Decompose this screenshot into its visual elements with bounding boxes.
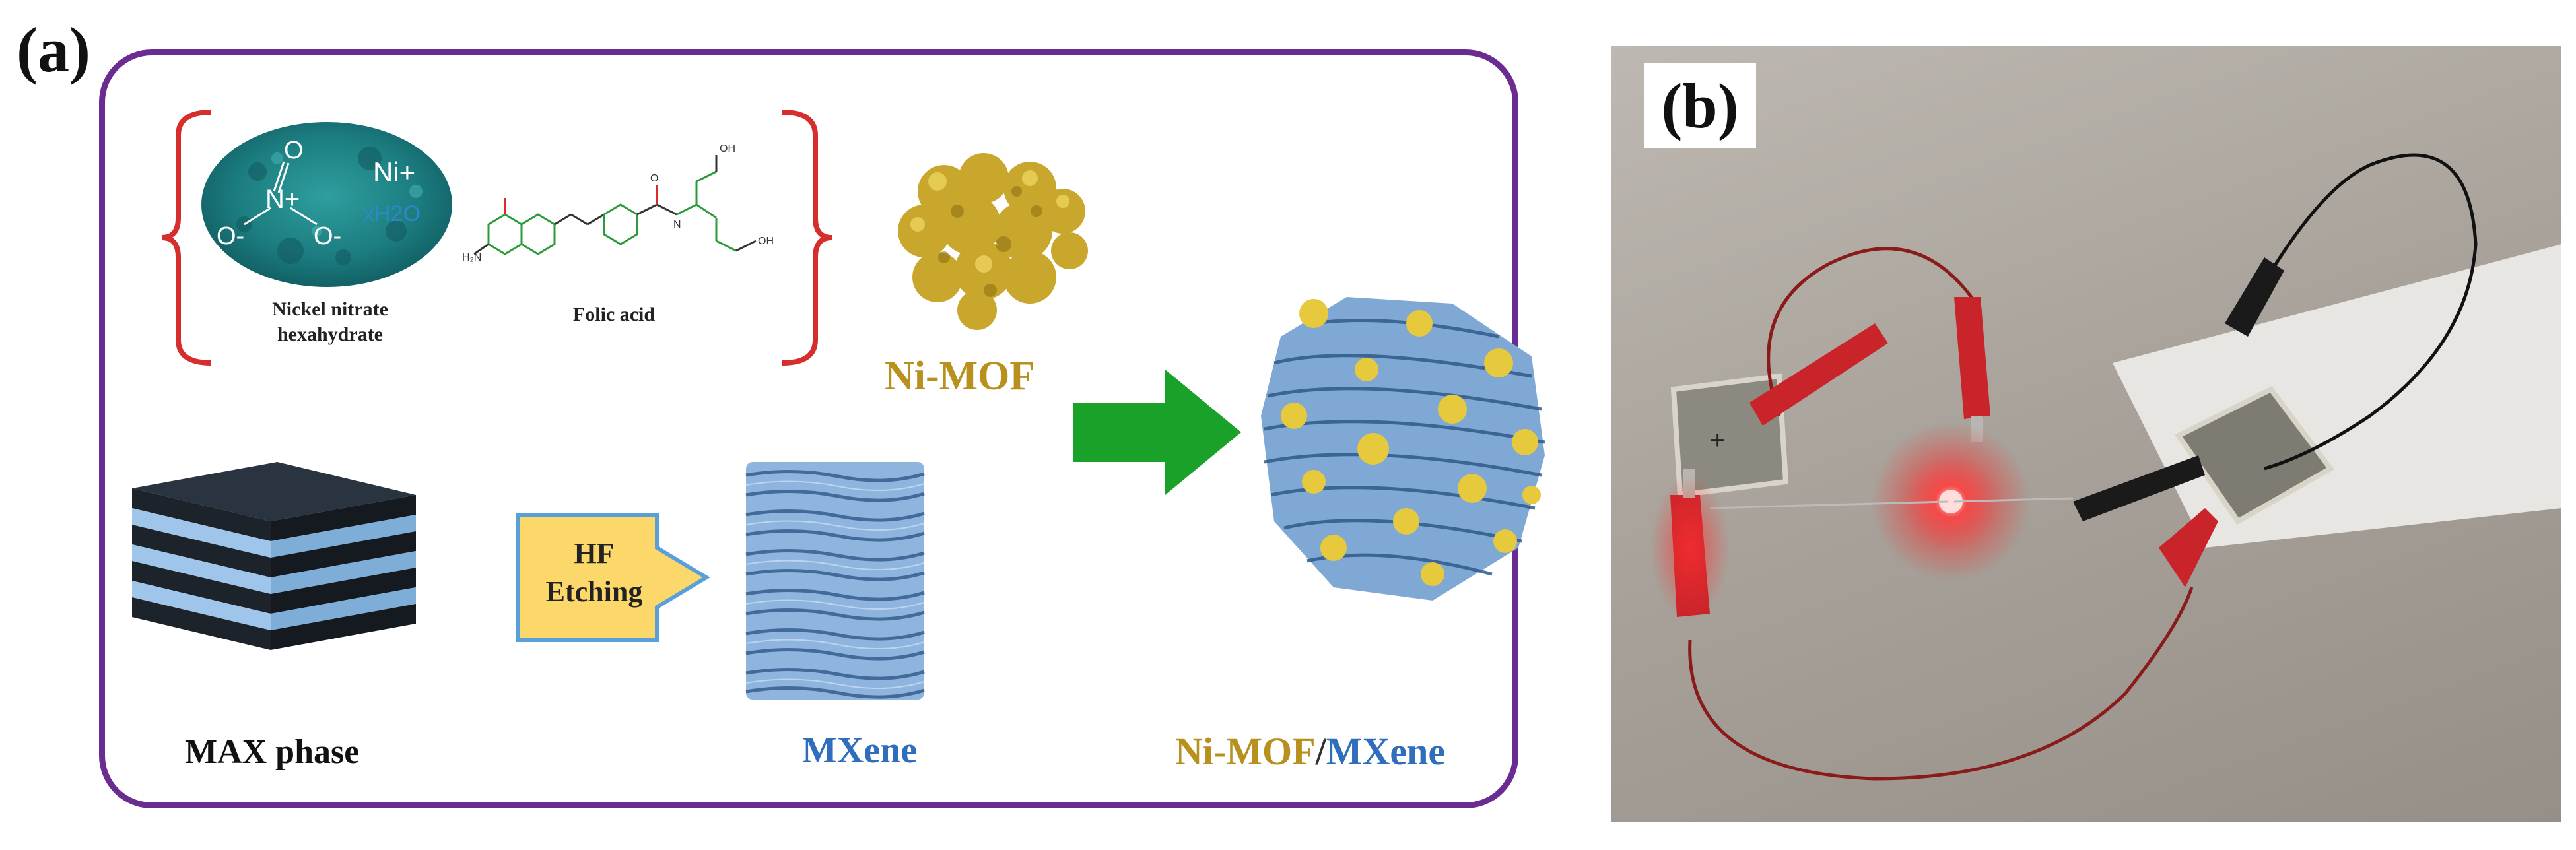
ni-mof-particle: [898, 153, 1088, 330]
hf-label: HF Etching: [541, 535, 647, 611]
max-phase-label: MAX phase: [185, 733, 360, 771]
hf-line2: Etching: [545, 575, 643, 608]
nickel-caption-line2: hexahydrate: [277, 323, 383, 345]
composite-label-nimof: Ni-MOF: [1175, 730, 1316, 773]
svg-text:OH: OH: [720, 143, 735, 154]
svg-text:O: O: [650, 173, 658, 184]
water-text: xH2O: [363, 201, 421, 226]
o-right-text: O-: [314, 222, 341, 250]
folic-acid-structure: H₂N O N OH OH: [462, 143, 774, 263]
nickel-caption-line1: Nickel nitrate: [272, 298, 388, 320]
max-phase-block: [132, 462, 416, 650]
ni-mof-label: Ni-MOF: [885, 354, 1035, 399]
mxene-label: MXene: [802, 730, 918, 771]
nickel-nitrate-image: O N+ O- O- Ni+ xH2O: [201, 122, 452, 287]
svg-text:OH: OH: [758, 236, 774, 247]
composite-label-slash: /: [1315, 730, 1326, 773]
right-brace: [782, 110, 832, 366]
ni-ion-text: Ni+: [373, 156, 415, 187]
composite-label: Ni-MOF/MXene: [1175, 729, 1445, 773]
green-arrow: [1073, 370, 1241, 495]
svg-text:H₂N: H₂N: [462, 252, 481, 263]
o-top-text: O: [284, 137, 304, 164]
svg-text:N: N: [673, 219, 681, 230]
photo-scene: +: [1650, 153, 2561, 781]
panel-b-label: (b): [1661, 70, 1739, 141]
mxene-stack: [745, 462, 925, 700]
composite-particle: [1261, 297, 1545, 601]
composite-label-mxene: MXene: [1326, 730, 1446, 773]
nitrogen-text: N+: [265, 185, 300, 214]
left-brace: [161, 110, 212, 366]
left-device-mark: +: [1710, 426, 1725, 455]
panel-b-label-box: (b): [1644, 63, 1756, 148]
device-photo: +: [1611, 46, 2561, 822]
hf-line1: HF: [574, 537, 615, 570]
panel-a-label: (a): [17, 15, 90, 85]
hf-etching-arrow: [516, 513, 710, 642]
folic-acid-caption: Folic acid: [572, 304, 656, 325]
nickel-nitrate-caption: Nickel nitrate hexahydrate: [251, 297, 409, 347]
o-left-text: O-: [217, 222, 244, 250]
